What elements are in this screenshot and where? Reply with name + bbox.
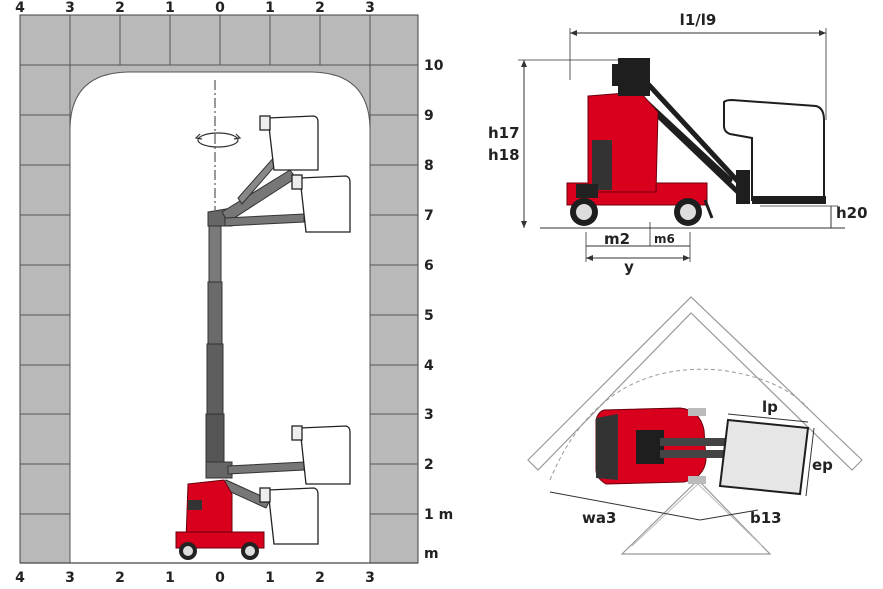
bottom-tick: 1: [165, 570, 175, 586]
dim-label-wa3: wa3: [582, 509, 616, 527]
top-platform: [718, 418, 810, 496]
dim-label-l1-l9: l1/l9: [680, 11, 717, 29]
side-machine-body: [566, 58, 714, 226]
top-tick: 3: [365, 0, 375, 16]
corner-inner-wall: [620, 479, 772, 555]
right-tick-labels: 10 9 8 7 6 5 4 3 2 1 m m: [424, 58, 453, 562]
dim-label-ep: ep: [812, 456, 833, 474]
bottom-tick: 4: [15, 570, 25, 586]
right-tick: 6: [424, 258, 434, 274]
bottom-tick-labels: 4 3 2 1 0 1 2 3: [15, 570, 375, 586]
dim-label-b13: b13: [750, 509, 782, 527]
upper-jib: [207, 154, 305, 227]
top-tick: 3: [65, 0, 75, 16]
dim-label-h17: h17: [488, 124, 520, 142]
bottom-tick: 3: [65, 570, 75, 586]
right-tick: 5: [424, 308, 434, 324]
side-platform: [723, 98, 826, 204]
top-tick: 4: [15, 0, 25, 16]
right-tick: 2: [424, 457, 434, 473]
bottom-tick: 2: [315, 570, 325, 586]
right-tick: 4: [424, 358, 434, 374]
dim-label-lp: lp: [762, 398, 778, 416]
right-tick: 3: [424, 407, 434, 423]
right-tick: 10: [424, 58, 444, 74]
right-tick: 1 m: [424, 507, 453, 523]
right-tick: 7: [424, 208, 434, 224]
dim-label-m6: m6: [654, 232, 675, 246]
top-tick: 2: [115, 0, 125, 16]
top-tick: 0: [215, 0, 225, 16]
top-machine: [595, 407, 732, 485]
platform-ghost-top: [259, 115, 351, 233]
top-view: lp ep wa3 b13: [527, 296, 863, 555]
rotation-arrow-icon: [194, 132, 242, 148]
platform-ghost-bottom: [259, 425, 351, 545]
working-envelope: 4 3 2 1 0 1 2 3 4 3 2 1 0 1 2 3 10 9 8 7…: [15, 0, 453, 586]
dim-label-h18: h18: [488, 146, 520, 164]
side-view: l1/l9 h17 h18 h20: [488, 11, 868, 276]
dim-label-y: y: [624, 258, 634, 276]
corner-wall: [527, 296, 863, 471]
dim-label-m2: m2: [604, 230, 630, 248]
bottom-tick: 1: [265, 570, 275, 586]
bottom-tick: 0: [215, 570, 225, 586]
bottom-tick: 3: [365, 570, 375, 586]
dim-label-h20: h20: [836, 204, 868, 222]
lower-jib: [205, 461, 305, 509]
right-tick: 9: [424, 108, 434, 124]
top-tick: 1: [165, 0, 175, 16]
machine-base-front: [175, 479, 265, 560]
top-tick: 2: [315, 0, 325, 16]
top-tick-labels: 4 3 2 1 0 1 2 3: [15, 0, 375, 16]
bottom-tick: 2: [115, 570, 125, 586]
telescopic-mast: [205, 214, 225, 475]
right-tick: 8: [424, 158, 434, 174]
top-tick: 1: [265, 0, 275, 16]
turning-radius-arc: [549, 368, 809, 481]
right-tick: m: [424, 546, 439, 562]
